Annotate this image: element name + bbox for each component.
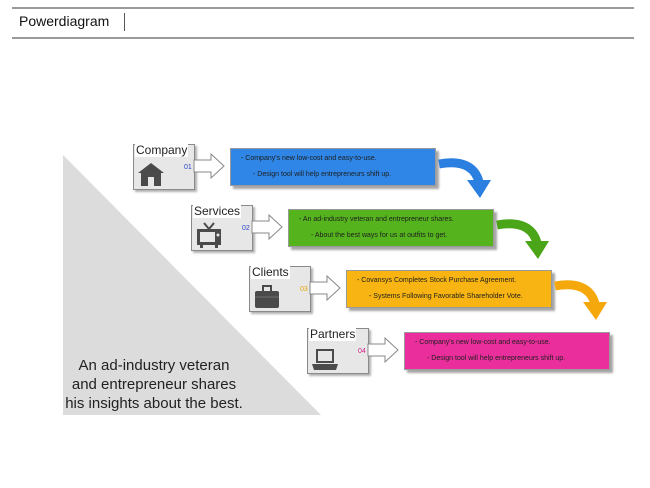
right-arrow-icon (251, 214, 283, 240)
right-arrow-icon (193, 153, 225, 179)
step-bar: - Covansys Completes Stock Purchase Agre… (346, 270, 552, 308)
header-bottom-rule (12, 37, 634, 39)
page-title: Powerdiagram (19, 13, 110, 29)
step-text-line: - About the best ways for us at outfits … (311, 232, 448, 239)
step-label: Company (135, 143, 189, 157)
step-number: 01 (184, 164, 192, 171)
step-text-line: - An ad-industry veteran and entrepreneu… (299, 216, 454, 223)
step-text-line: - Systems Following Favorable Shareholde… (369, 293, 523, 300)
step-text-line: - Design tool will help entrepreneurs sh… (427, 355, 566, 362)
step-number: 03 (300, 286, 308, 293)
step-card: Clients 03 (249, 265, 311, 312)
step-label: Services (193, 204, 242, 218)
caption-line: his insights about the best. (65, 395, 243, 412)
step-text-line: - Company's new low-cost and easy-to-use… (241, 155, 377, 162)
step-bar: - An ad-industry veteran and entrepreneu… (288, 209, 494, 247)
curved-arrow-icon (554, 280, 607, 320)
header-top-rule (12, 7, 634, 9)
laptop-icon (312, 349, 338, 370)
step-text-line: - Design tool will help entrepreneurs sh… (253, 171, 392, 178)
title-separator (124, 13, 125, 31)
house-icon (138, 163, 164, 186)
step-bar: - Company's new low-cost and easy-to-use… (230, 148, 436, 186)
step-card: Partners 04 (307, 327, 369, 374)
step-card: Services 02 (191, 204, 253, 251)
step-bar: - Company's new low-cost and easy-to-use… (404, 332, 610, 370)
step-text-line: - Covansys Completes Stock Purchase Agre… (357, 277, 517, 284)
right-arrow-icon (309, 275, 341, 301)
step-label: Partners (309, 327, 357, 341)
right-arrow-icon (367, 337, 399, 363)
step-number: 04 (358, 348, 366, 355)
caption-line: and entrepreneur shares (71, 376, 237, 393)
caption-line: An ad-industry veteran (78, 357, 230, 374)
caption: An ad-industry veteran and entrepreneur … (40, 356, 268, 413)
curved-arrow-icon (438, 158, 491, 198)
step-number: 02 (242, 225, 250, 232)
step-card: Company 01 (133, 143, 195, 190)
briefcase-icon (255, 285, 279, 308)
step-label: Clients (251, 265, 290, 279)
step-text-line: - Company's new low-cost and easy-to-use… (415, 339, 551, 346)
curved-arrow-icon (496, 219, 549, 259)
tv-icon (197, 222, 221, 248)
